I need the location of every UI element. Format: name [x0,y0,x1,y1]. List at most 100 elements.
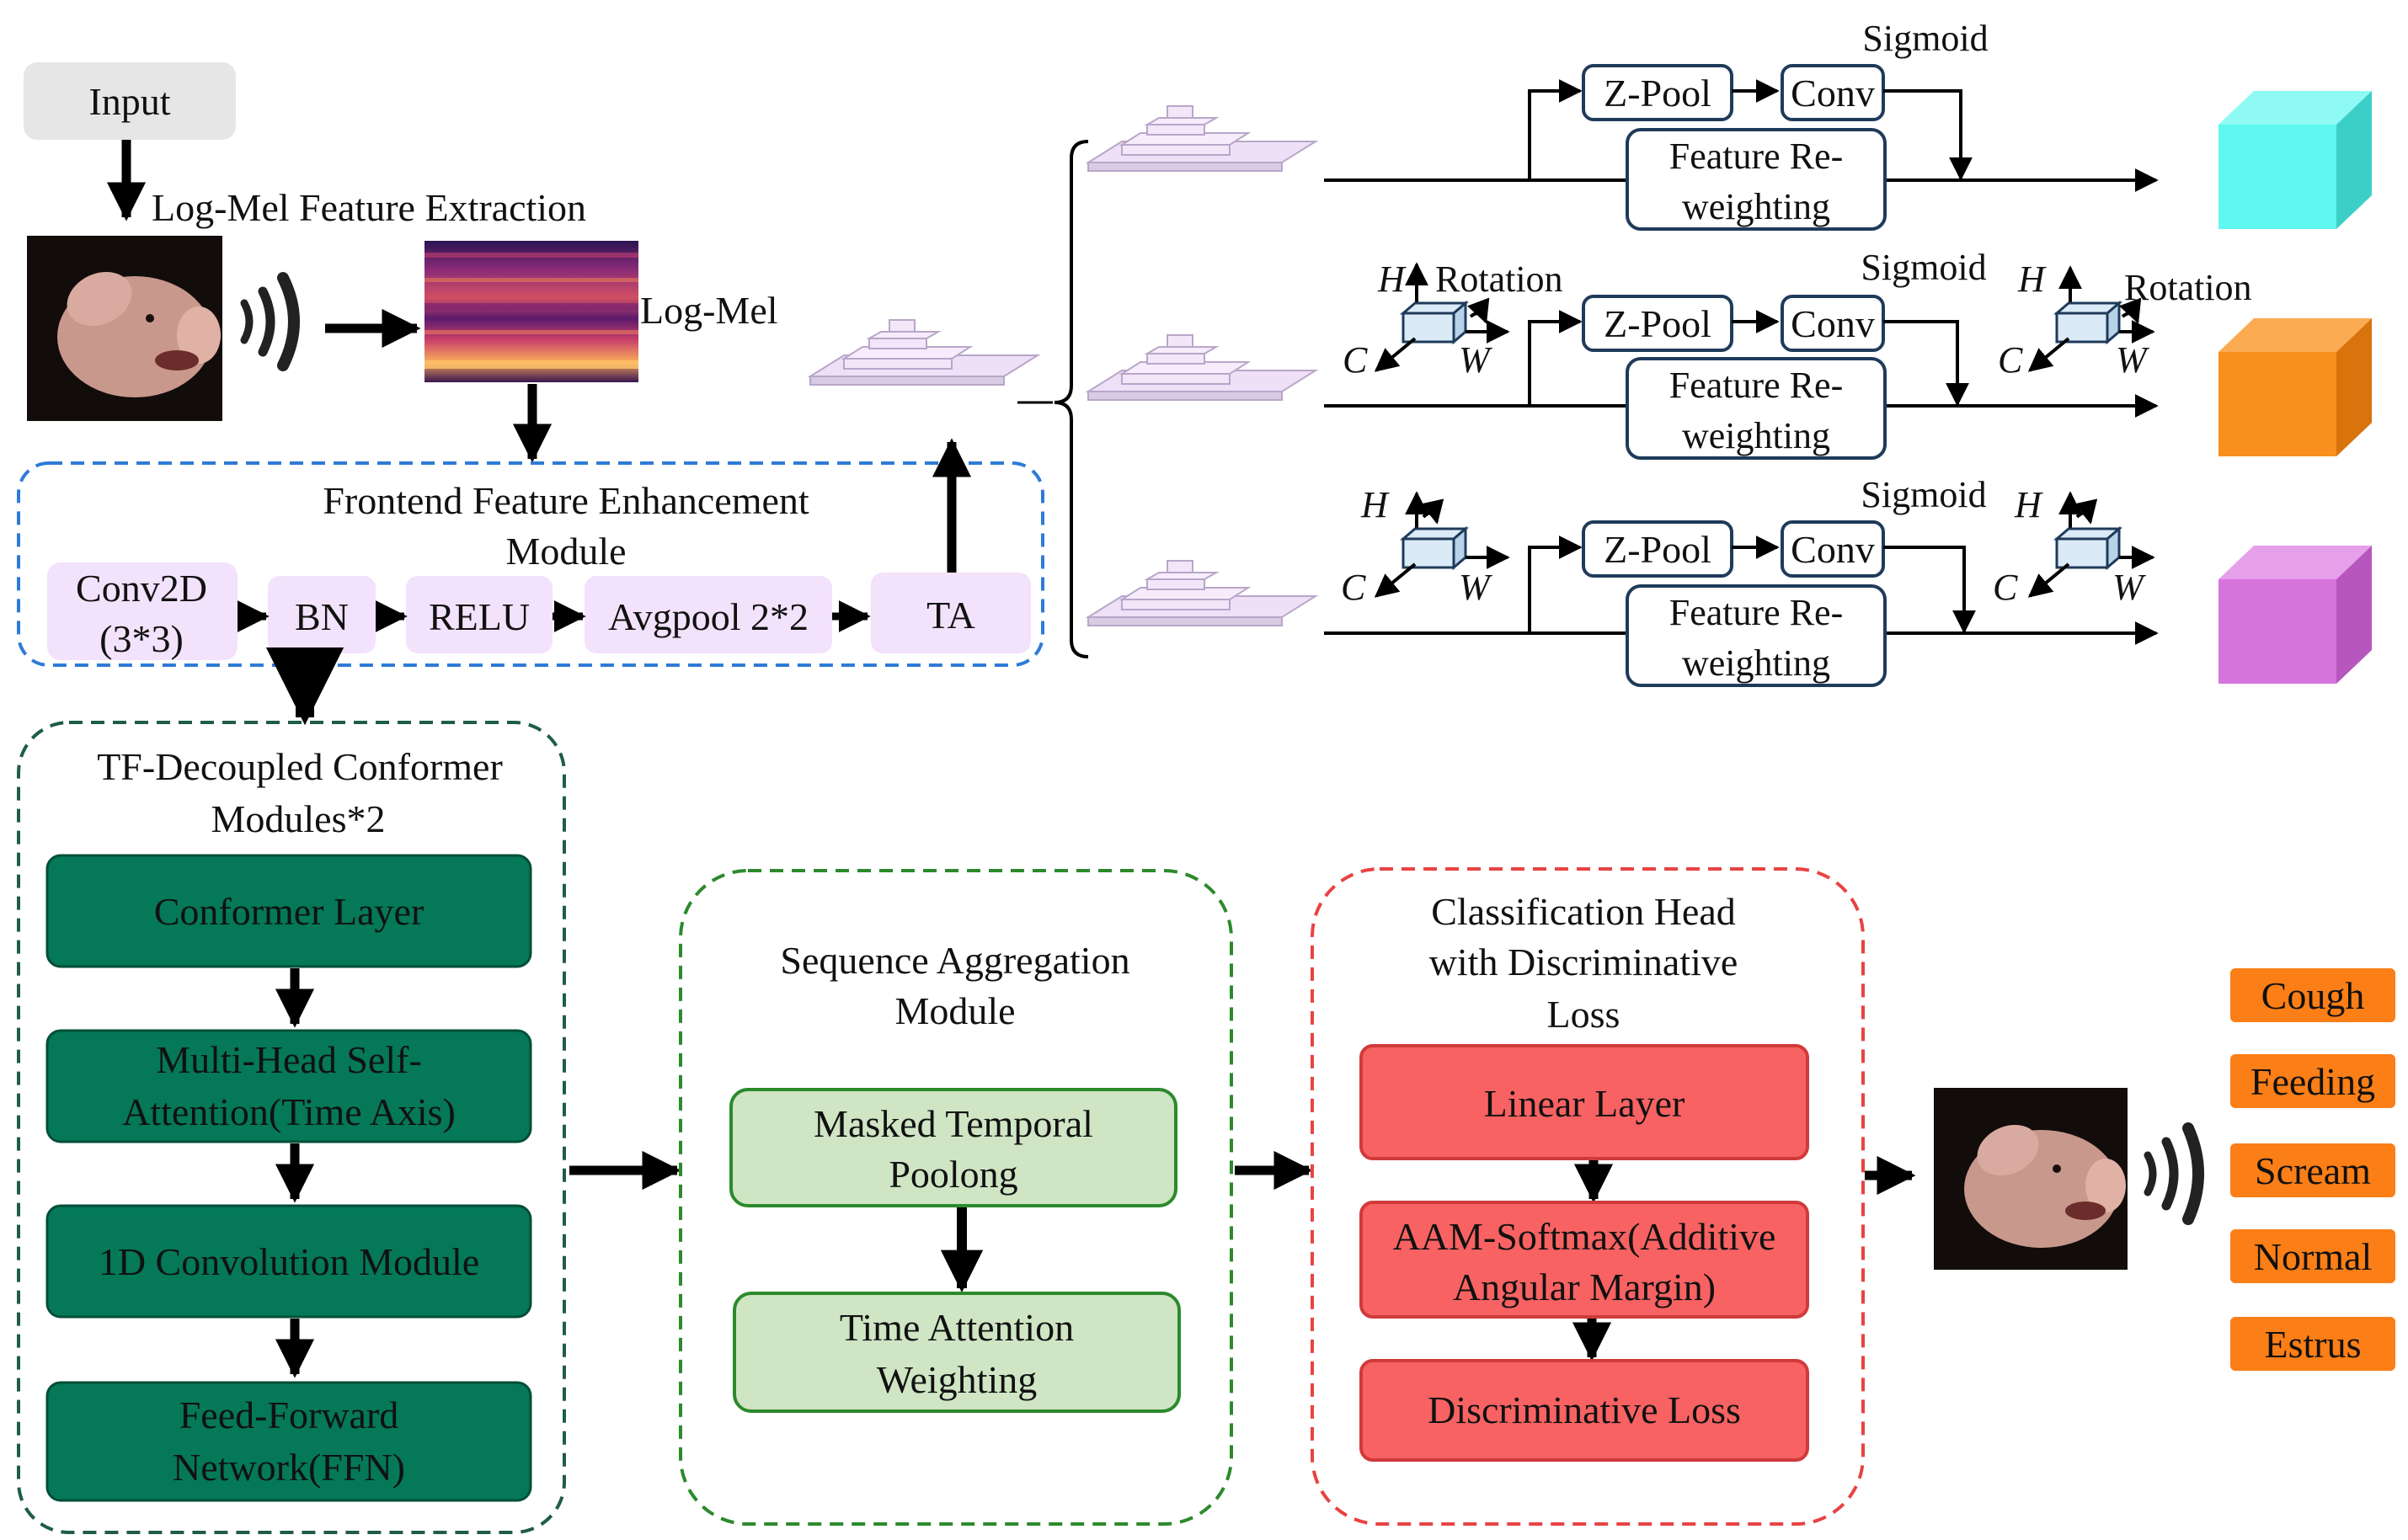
branch-2-reweighting: Feature Re- weighting [1626,357,1887,460]
time-attention-line2: Weighting [877,1358,1038,1401]
branch-1-sigmoid: Sigmoid [1862,18,1988,59]
linear-layer-block: Linear Layer [1359,1044,1809,1160]
branch-brace [1054,140,1089,658]
class-label-estrus: Estrus [2230,1317,2395,1371]
branch-2-rotation-out-label: Rotation [2124,267,2252,308]
aggregation-module: Sequence Aggregation Module Masked Tempo… [679,869,1233,1526]
branch-2-output-cube [2218,318,2372,456]
branch-3-conv: Conv [1781,520,1885,578]
branch-3-axis-c-in: C [1341,567,1366,608]
branch-1-conv-label: Conv [1791,72,1875,115]
discriminative-loss-block: Discriminative Loss [1359,1359,1809,1462]
conv1d-label: 1D Convolution Module [99,1240,479,1283]
branch-3-sigmoid-arrow [1883,546,1976,634]
branch-2-to-zpool [1528,310,1583,406]
ta-label: TA [926,594,975,637]
branch-2-rotation-in: H Rotation C W [1343,258,1563,381]
branch-2-c-arrow-out [2027,337,2070,372]
branch-2-rotate-icon-out [2119,297,2142,324]
ffn-line2: Network(FFN) [173,1446,405,1489]
branch-3-output-cube [2218,546,2372,684]
branch-2-reweight-line1: Feature Re- [1669,365,1843,406]
pig-image-output [1934,1088,2128,1270]
relu-label: RELU [429,595,530,638]
branch-1-reweight-line1: Feature Re- [1669,136,1843,177]
branch-3-zpool-label: Z-Pool [1604,528,1711,571]
branch-3-pyramid [1087,560,1316,626]
sound-wave-icon-output [2144,1122,2204,1225]
feature-extraction-label: Log-Mel Feature Extraction [152,186,586,229]
branch-2-axis-w-in: W [1459,339,1492,381]
time-attention-block: Time Attention Weighting [733,1292,1181,1413]
feature-pyramid-main [809,319,1038,386]
input-label: Input [88,80,170,123]
branch-3-reweight-line2: weighting [1682,642,1830,684]
class-label-cough-text: Cough [2261,974,2365,1017]
branch-2-zpool: Z-Pool [1582,295,1733,352]
branch-1-conv: Conv [1781,64,1885,121]
branch-1-reweight-line2: weighting [1682,186,1830,227]
branch-2-axis-w-out: W [2116,339,2149,381]
branch-1-zpool-label: Z-Pool [1604,72,1711,115]
mhsa-line2: Attention(Time Axis) [122,1090,456,1133]
ffn-block: Feed-Forward Network(FFN) [45,1381,532,1502]
branch-2-rotation-out: H Rotation C W [1998,258,2252,381]
frontend-block-ta: TA [871,573,1031,653]
branch-3-zpool: Z-Pool [1582,520,1733,578]
classification-title-line2: with Discriminative [1429,941,1738,983]
conformer-module: TF-Decoupled Conformer Modules*2 Conform… [17,721,566,1534]
branch-3-c-arrow-out [2027,562,2070,598]
branch-2-axis-c-in: C [1343,339,1368,381]
branch-3-axis-h-in: H [1360,484,1390,525]
branch-2-axis-h-out: H [2017,258,2047,300]
aam-softmax-block: AAM-Softmax(Additive Angular Margin) [1359,1201,1809,1319]
class-label-feeding-text: Feeding [2250,1060,2375,1103]
class-label-normal-text: Normal [2254,1235,2373,1278]
branch-2-sigmoid-arrow [1883,320,1969,407]
branch-2-conv-label: Conv [1791,302,1875,345]
class-label-scream: Scream [2230,1143,2395,1197]
frontend-block-conv2d: Conv2D (3*3) [47,562,238,660]
branch-3-rotate-icon-out [2074,498,2098,525]
branch-3-axis-w-in: W [1459,567,1492,608]
frontend-module: Frontend Feature Enhancement Module Conv… [17,461,1044,667]
branch-3-c-arrow-in [1374,562,1417,598]
branch-3-reweighting: Feature Re- weighting [1626,584,1887,687]
branch-3: H C W Z-Pool Conv Sigmoid Feature Re- we… [1087,474,2372,687]
branch-3-axis-c-out: C [1993,567,2018,608]
class-label-normal: Normal [2230,1229,2395,1283]
avgpool-label: Avgpool 2*2 [608,595,809,638]
linear-layer-label: Linear Layer [1484,1082,1685,1125]
branch-1-output-cube [2218,91,2372,229]
branch-3-conv-label: Conv [1791,528,1875,571]
masked-pooling-line1: Masked Temporal [814,1102,1093,1145]
conformer-layer-label: Conformer Layer [154,890,424,933]
conformer-layer-block: Conformer Layer [45,854,532,968]
class-labels: Cough Feeding Scream Normal Estrus [2230,968,2395,1371]
conv2d-line2: (3*3) [99,617,184,660]
conformer-title-line1: TF-Decoupled Conformer [97,745,503,788]
branch-3-reweight-line1: Feature Re- [1669,592,1843,633]
bn-label: BN [295,595,349,638]
branch-3-rotation-out: H C W [1993,484,2155,608]
aam-softmax-line1: AAM-Softmax(Additive [1393,1215,1776,1258]
aggregation-title-line1: Sequence Aggregation [780,939,1129,982]
masked-pooling-line2: Poolong [889,1153,1017,1196]
branch-2-rotation-in-label: Rotation [1435,258,1563,300]
aam-softmax-line2: Angular Margin) [1453,1266,1716,1308]
class-label-estrus-text: Estrus [2265,1323,2362,1366]
frontend-title-line2: Module [505,530,626,573]
discriminative-loss-label: Discriminative Loss [1428,1388,1741,1431]
classification-module: Classification Head with Discriminative … [1311,867,1865,1526]
classification-title-line1: Classification Head [1431,890,1736,933]
branch-2-sigmoid: Sigmoid [1861,247,1986,288]
frontend-block-bn: BN [268,576,376,653]
branch-2-conv: Conv [1781,295,1885,352]
branch-1-zpool: Z-Pool [1582,64,1733,121]
branch-3-rotation-in: H C W [1341,484,1510,608]
class-label-feeding: Feeding [2230,1054,2395,1108]
frontend-title-line1: Frontend Feature Enhancement [323,479,809,522]
logmel-label: Log-Mel [640,289,778,332]
branch-1: Z-Pool Conv Sigmoid Feature Re- weightin… [1087,18,2372,231]
